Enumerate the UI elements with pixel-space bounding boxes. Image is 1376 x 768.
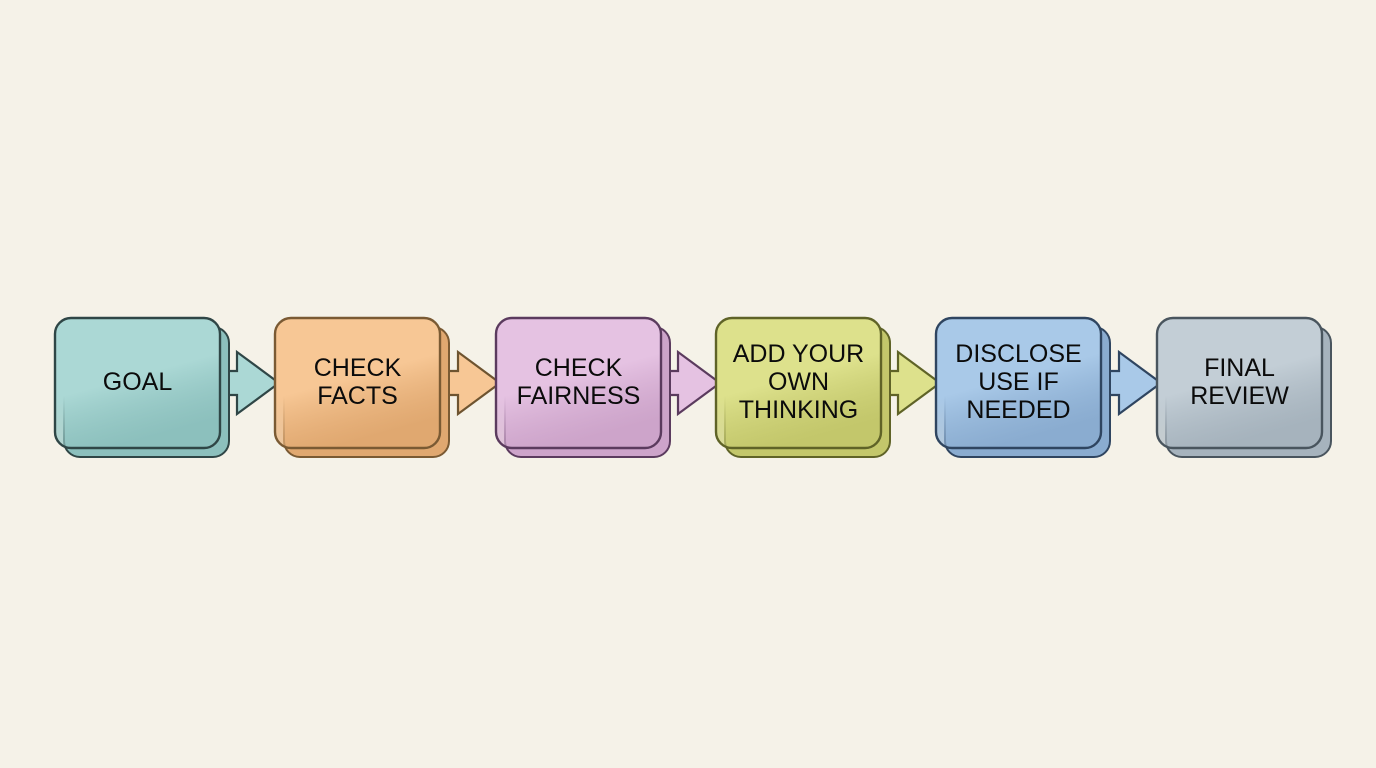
step-box-final-review[interactable]: [1155, 316, 1324, 450]
step-box-check-facts[interactable]: [273, 316, 442, 450]
step-label-line: FINAL: [1204, 354, 1275, 382]
step-box-goal[interactable]: [53, 316, 222, 450]
step-label-line: OWN: [768, 368, 829, 396]
step-label-line: CHECK: [535, 354, 623, 382]
step-label-goal: GOAL: [103, 368, 173, 396]
step-label-line: GOAL: [103, 368, 173, 396]
step-box-check-fairness[interactable]: [494, 316, 663, 450]
step-label-line: ADD YOUR: [733, 340, 865, 368]
step-label-line: DISCLOSE: [955, 340, 1081, 368]
step-box-add-your-own-thinking[interactable]: [714, 316, 883, 450]
step-box-disclose-use-if-needed[interactable]: [934, 316, 1103, 450]
step-label-line: FAIRNESS: [517, 382, 641, 410]
step-label-line: NEEDED: [966, 396, 1070, 424]
step-label-line: USE IF: [978, 368, 1059, 396]
step-label-line: FACTS: [317, 382, 398, 410]
step-label-line: THINKING: [739, 396, 858, 424]
step-label-line: CHECK: [314, 354, 402, 382]
step-label-line: REVIEW: [1190, 382, 1289, 410]
process-step-goal[interactable]: GOAL: [53, 316, 230, 458]
